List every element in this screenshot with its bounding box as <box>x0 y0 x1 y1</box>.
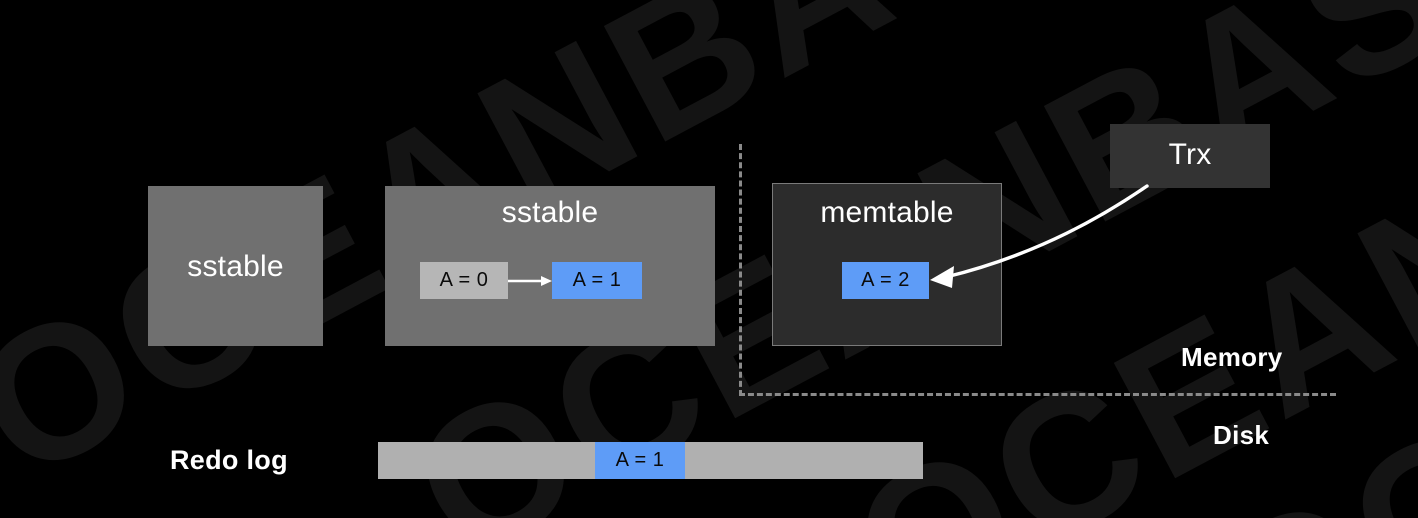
sstable-left-box <box>148 186 323 346</box>
transition-arrow-icon <box>508 276 552 286</box>
sstable-cell-a1: A = 1 <box>552 262 642 299</box>
trx-box <box>1110 124 1270 188</box>
trx-label: Trx <box>1168 138 1212 171</box>
memtable-cell-a2: A = 2 <box>842 262 929 299</box>
trx-write-arrow-icon <box>930 184 1149 288</box>
sstable-middle-label: sstable <box>501 196 599 229</box>
sstable-left-label: sstable <box>187 250 284 283</box>
disk-tier-label: Disk <box>1213 420 1270 450</box>
memory-disk-boundary-divider <box>739 393 1336 396</box>
memory-tier-label: Memory <box>1181 342 1283 372</box>
memory-boundary-vertical-divider <box>739 144 742 396</box>
redolog-label: Redo log <box>170 445 288 475</box>
sstable-cell-a0: A = 0 <box>420 262 508 299</box>
memtable-label: memtable <box>820 196 954 229</box>
redolog-entry-a1: A = 1 <box>595 442 685 479</box>
